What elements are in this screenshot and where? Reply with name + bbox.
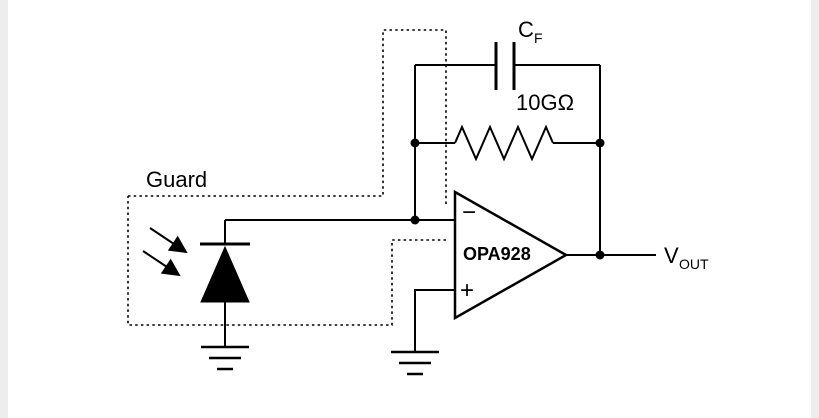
photodiode-triangle [200,245,250,303]
opamp-triangle [453,189,569,321]
light-arrow-2 [142,250,181,277]
opamp-noninverting-input-sign: + [460,277,474,304]
vout-label-main: V [664,243,679,268]
light-arrow-1 [149,227,188,254]
node-feedback-left [410,138,420,148]
opamp-part-number: OPA928 [463,244,531,264]
photodiode [142,227,250,303]
feedback-capacitor [494,42,516,90]
node-feedback-right [595,138,605,148]
opamp-inverting-input-sign: − [462,199,476,226]
guard-outline-upper [128,29,447,204]
node-output [595,250,605,260]
ground-opamp-input [391,350,439,376]
guard-outline-lower [127,196,446,326]
right-page-edge [811,0,819,418]
feedback-resistor-value: 10GΩ [516,90,574,115]
feedback-resistor [454,124,554,162]
cap-label-subscript: F [534,30,543,46]
ground-photodiode [201,345,249,371]
node-inverting-input [410,215,420,225]
vout-label-subscript: OUT [679,256,709,272]
guard-label: Guard [146,167,207,192]
wire-noninverting-to-ground [414,289,455,352]
cap-label-main: C [518,17,534,42]
left-page-edge [0,0,8,418]
